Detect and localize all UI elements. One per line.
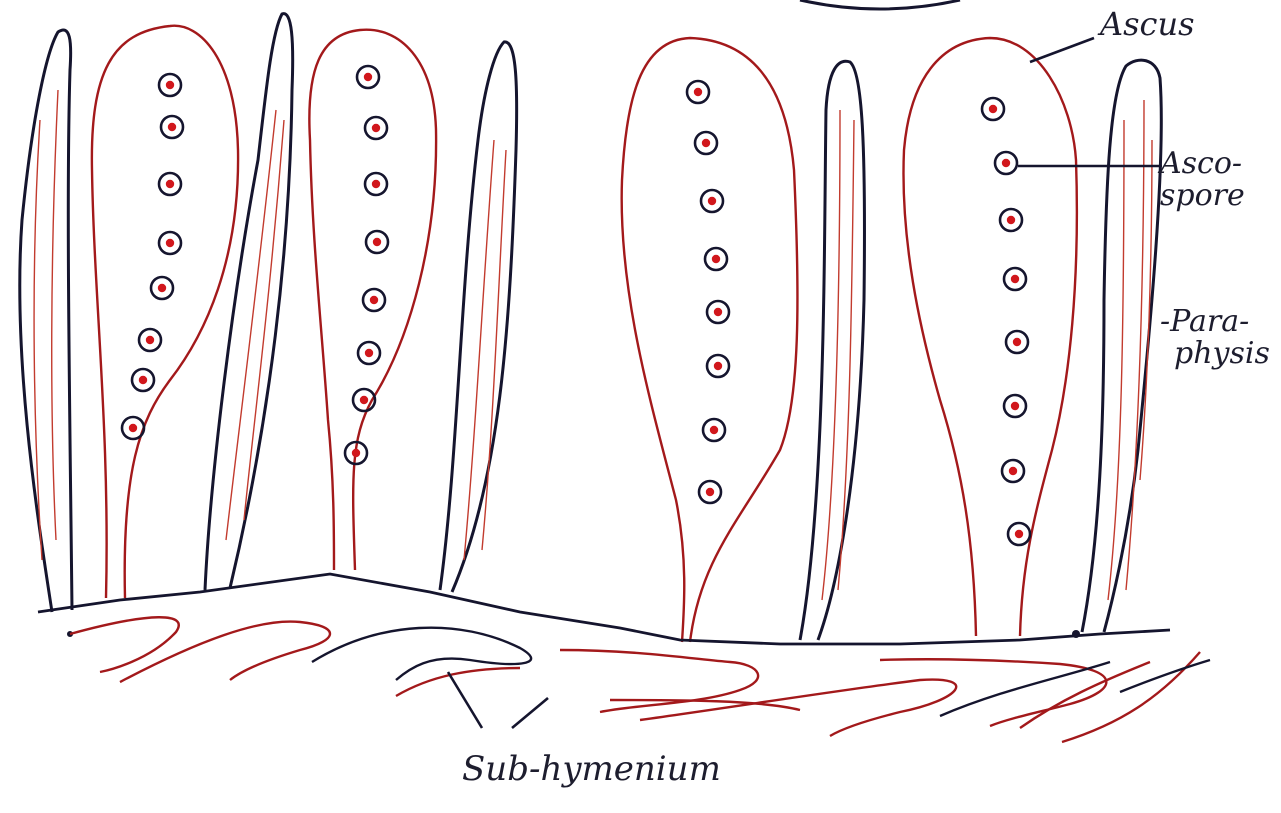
sub-hymenium-leader-left (448, 672, 482, 728)
ascospore (982, 98, 1004, 120)
ascospore (366, 231, 388, 253)
ascospore (139, 329, 161, 351)
ascospore (695, 132, 717, 154)
ascospore (132, 369, 154, 391)
ascospore (358, 342, 380, 364)
sub-hymenium-hyphae (70, 617, 1210, 742)
label-ascospore: Asco- spore (1160, 148, 1245, 211)
ascospore (705, 248, 727, 270)
ascospore (151, 277, 173, 299)
ascospore (703, 419, 725, 441)
ascospore (1004, 268, 1026, 290)
ascospores-ascus-1 (122, 74, 183, 439)
ascospore (1008, 523, 1030, 545)
label-ascus: Ascus (1100, 8, 1194, 42)
ascospore (1000, 209, 1022, 231)
label-paraphysis-line1: -Para- (1160, 306, 1270, 338)
ascospore (159, 173, 181, 195)
ascospore (122, 417, 144, 439)
ascus-1 (92, 26, 238, 598)
ascospore (365, 173, 387, 195)
label-paraphysis-line2: physis (1160, 338, 1270, 370)
label-ascospore-line1: Asco- (1160, 148, 1245, 180)
ascospore (995, 152, 1017, 174)
ascospore (161, 116, 183, 138)
ascospore (1002, 460, 1024, 482)
paraphysis-2 (205, 14, 293, 590)
ascospore (357, 66, 379, 88)
ascospore (701, 190, 723, 212)
ascospore (1006, 331, 1028, 353)
label-sub-hymenium: Sub-hymenium (462, 752, 721, 788)
label-paraphysis: -Para- physis (1160, 306, 1270, 369)
ascospore (699, 481, 721, 503)
leader-lines (448, 38, 1162, 728)
ascospores-ascus-2 (345, 66, 388, 464)
ascus-3 (622, 38, 798, 642)
ascospore (159, 232, 181, 254)
label-ascospore-line2: spore (1160, 180, 1245, 212)
ascospore (707, 301, 729, 323)
paraphysis-3 (440, 42, 517, 592)
paraphysis-base-dot (1072, 630, 1080, 638)
sub-hymenium-leader-right (512, 698, 548, 728)
ascospore (159, 74, 181, 96)
ascospore (363, 289, 385, 311)
ascospores-ascus-3 (687, 81, 729, 503)
paraphysis-4 (800, 61, 864, 640)
ascospore (687, 81, 709, 103)
ascospore (365, 117, 387, 139)
top-tissue-line (800, 0, 960, 9)
ascus-leader (1030, 38, 1094, 62)
hymenium-base-line (38, 574, 1170, 644)
ascospore (707, 355, 729, 377)
ascospore (1004, 395, 1026, 417)
paraphysis-5 (1082, 60, 1161, 632)
ascus-4 (903, 38, 1076, 636)
paraphysis-1 (20, 30, 72, 612)
